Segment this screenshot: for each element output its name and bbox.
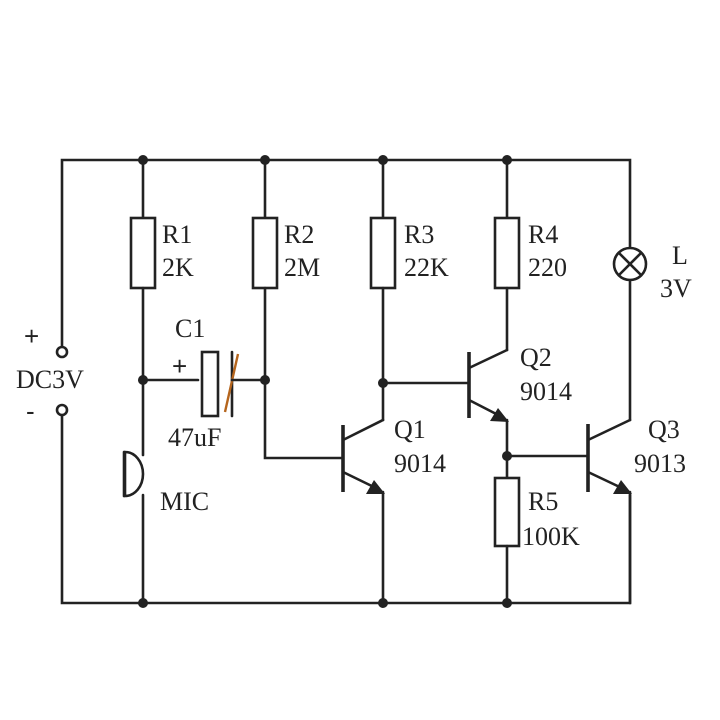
r2-ref: R2	[284, 220, 314, 249]
q1-transistor	[341, 418, 385, 605]
junction-dot	[138, 375, 148, 385]
r1-value: 2K	[162, 253, 194, 282]
r1-branch	[129, 158, 200, 605]
r3-resistor	[369, 216, 397, 290]
junction-dot	[138, 598, 148, 608]
r2-branch	[251, 158, 345, 460]
c1-ref: C1	[175, 314, 205, 343]
junction-dot	[260, 375, 270, 385]
r5-ref: R5	[528, 487, 558, 516]
r3-branch	[369, 158, 471, 422]
r5-resistor	[493, 476, 521, 548]
lamp-value: 3V	[660, 274, 692, 303]
supply-plus-sign: +	[24, 321, 39, 351]
q2-part: 9014	[520, 377, 572, 406]
supply-positive-terminal	[55, 345, 69, 359]
junction-dot	[378, 378, 388, 388]
microphone	[122, 450, 145, 498]
r5-branch	[493, 476, 521, 605]
q3-part: 9013	[634, 449, 686, 478]
r4-branch	[493, 158, 521, 352]
c1-value: 47uF	[168, 423, 221, 452]
lamp-ref: L	[672, 241, 688, 270]
junction-dot	[378, 155, 388, 165]
q1-ref: Q1	[394, 415, 426, 444]
r1-resistor	[129, 216, 157, 290]
r4-value: 220	[528, 253, 567, 282]
c1-polarity-mark	[223, 353, 240, 413]
q2-ref: Q2	[520, 343, 552, 372]
supply-minus-sign: -	[26, 396, 35, 426]
junction-dot	[378, 598, 388, 608]
junction-dot	[260, 155, 270, 165]
c1-plus-sign: +	[172, 351, 187, 381]
c1-capacitor	[200, 350, 267, 418]
q3-ref: Q3	[648, 415, 680, 444]
r5-value: 100K	[522, 522, 580, 551]
r2-value: 2M	[284, 253, 320, 282]
labels: + DC3V - R1 2K R2 2M R3 22K R4 220 R5 10…	[16, 220, 692, 551]
junction-dots	[138, 155, 512, 608]
supply-label: DC3V	[16, 365, 84, 394]
supply-terminals	[55, 345, 69, 417]
r1-ref: R1	[162, 220, 192, 249]
supply-negative-terminal	[55, 403, 69, 417]
r3-value: 22K	[404, 253, 449, 282]
q1-part: 9014	[394, 449, 446, 478]
q3-transistor	[586, 418, 632, 605]
junction-dot	[138, 155, 148, 165]
r4-resistor	[493, 216, 521, 290]
r3-ref: R3	[404, 220, 434, 249]
r4-ref: R4	[528, 220, 558, 249]
junction-dot	[502, 155, 512, 165]
lamp	[612, 246, 648, 422]
r2-resistor	[251, 216, 279, 290]
junction-dot	[502, 451, 512, 461]
mic-label: MIC	[160, 487, 209, 516]
top-rail	[60, 158, 632, 354]
junction-dot	[502, 598, 512, 608]
q2-transistor	[467, 348, 590, 480]
